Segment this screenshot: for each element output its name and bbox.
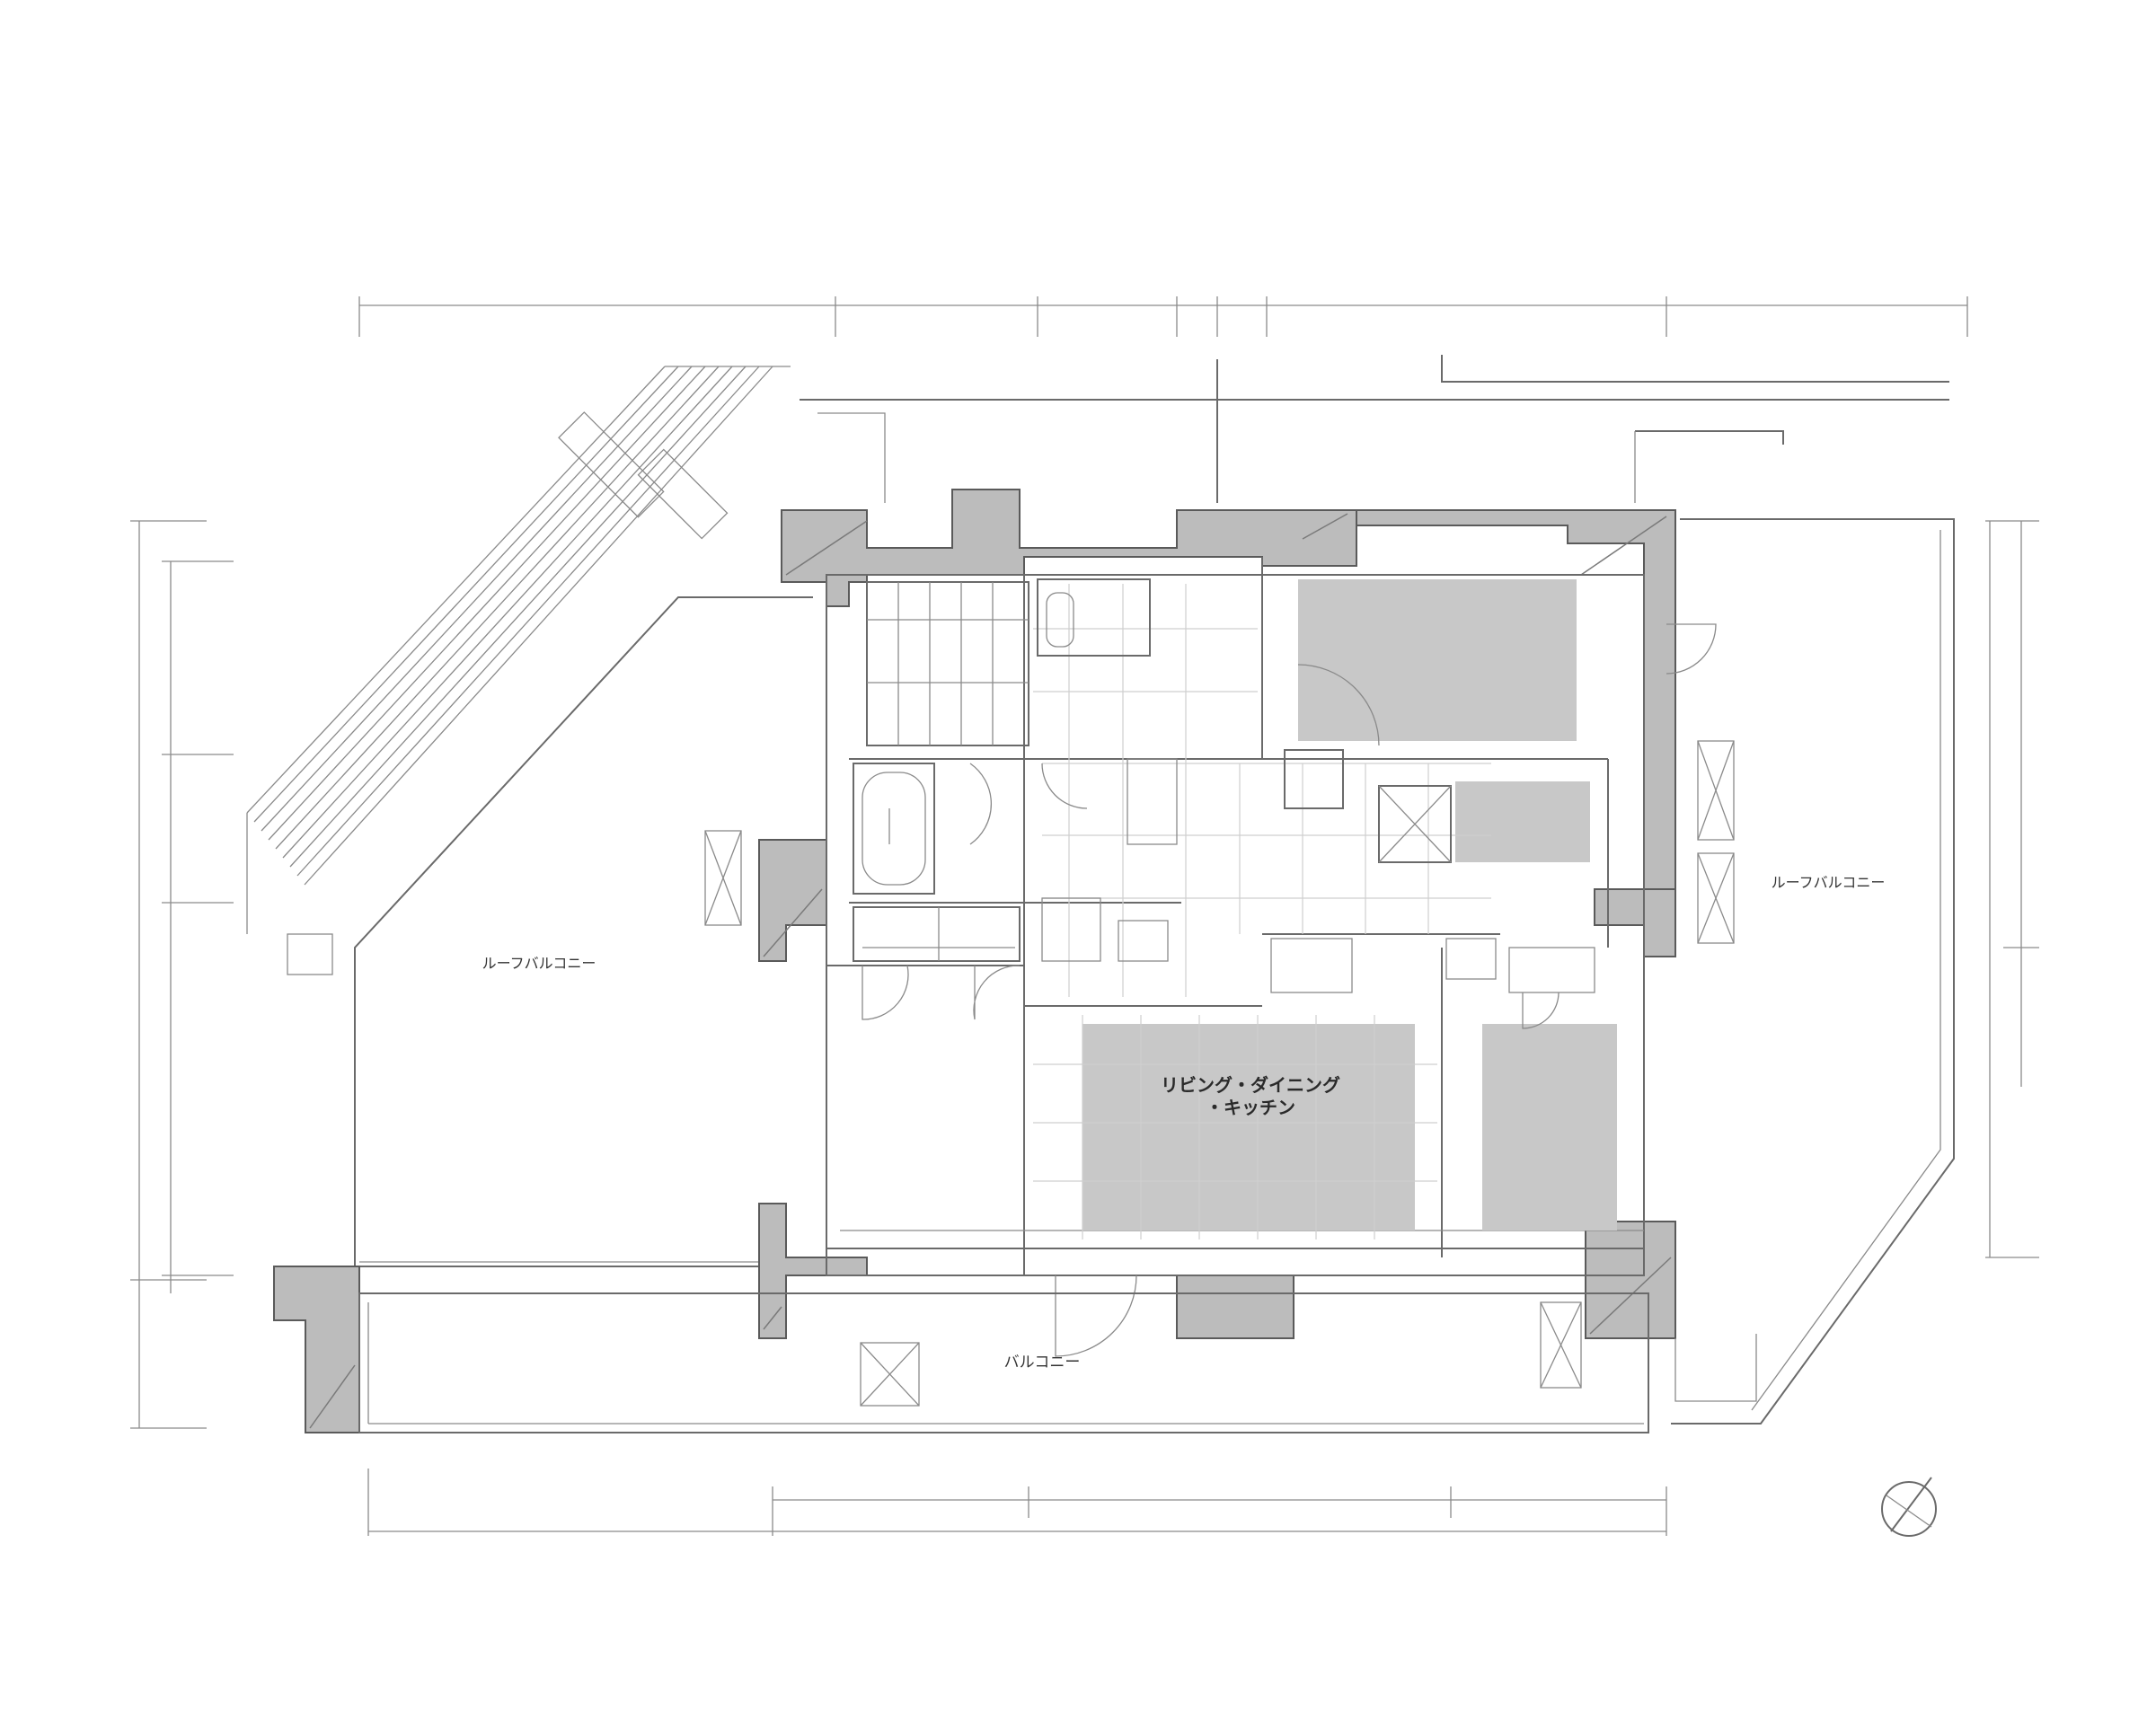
left-dimension-lines (130, 520, 234, 1429)
roof-balcony-left-outline (287, 596, 813, 1267)
door-swing-icon (862, 623, 1717, 1357)
inner-wall-outlines (826, 557, 1645, 1276)
ldk-label-line1: リビング・ダイニング (1161, 1074, 1340, 1096)
structural-walls (273, 489, 1676, 1433)
ldk-shade (1082, 1024, 1415, 1230)
bathroom (853, 763, 935, 895)
diagonal-railing (246, 366, 791, 934)
ldk-label-line2: ・キッチン (1206, 1097, 1295, 1118)
kitchen-counter-shade (1455, 781, 1590, 862)
right-dimension-lines (1985, 520, 2039, 1258)
ac-units (704, 740, 1735, 1407)
bottom-dimension-lines (367, 1469, 1667, 1536)
roof-balcony-right-label: ルーフバルコニー (1772, 874, 1886, 891)
balcony-bottom-outline (358, 1292, 1757, 1433)
toilet-icon (1046, 592, 1074, 648)
toilet-room (1037, 578, 1151, 657)
north-compass-icon (1881, 1477, 1937, 1537)
top-dimension-line (358, 296, 1968, 337)
kitchen-fixtures (1041, 749, 1497, 980)
bedroom-top-right-shade (1298, 579, 1577, 741)
floor-grid (1033, 584, 1491, 1239)
bedroom-right-shade (1482, 1024, 1617, 1230)
bathtub-icon (862, 772, 926, 886)
storage-stairs-top-left (866, 581, 1029, 746)
wardrobe-closets (853, 906, 1595, 993)
top-exterior-corridor (800, 355, 1949, 503)
balcony-bottom-label: バルコニー (1004, 1354, 1081, 1372)
roof-balcony-right-outline (1671, 518, 1955, 1425)
room-shading (1082, 579, 1617, 1230)
roof-balcony-left-label: ルーフバルコニー (482, 955, 596, 972)
